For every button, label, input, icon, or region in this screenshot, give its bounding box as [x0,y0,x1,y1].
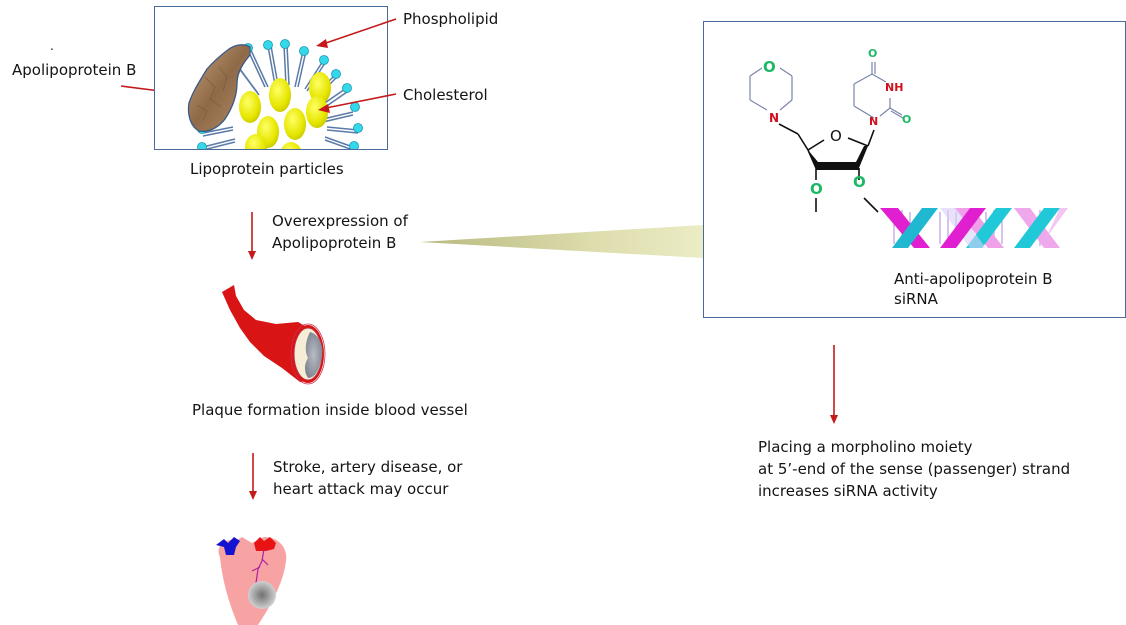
cholesterol-label: Cholesterol [403,86,488,104]
phospholipid-pointer-arrow [316,18,397,48]
flow-arrow-3 [830,345,838,424]
apolipoprotein-b-label: Apolipoprotein B [12,61,137,79]
conclusion-line2: at 5’-end of the sense (passenger) stran… [758,460,1071,478]
flow-arrow-2 [249,453,257,500]
plaque-formation-caption: Plaque formation inside blood vessel [192,401,468,419]
flow-arrow-1 [248,212,256,260]
ring-oxygen-atom: O [830,127,842,145]
blood-vessel-plaque-illustration [222,285,326,385]
cholesterol-pointer-arrow [318,93,397,113]
step1-line1: Overexpression of [272,212,408,230]
heart-illustration [216,537,287,625]
morpholino-nucleoside-structure [749,62,1068,248]
stray-dot: . [50,39,54,53]
conclusion-line3: increases siRNA activity [758,482,938,500]
sugar-3-oxygen-atom: O [810,180,823,198]
sugar-2-oxygen-atom: O [853,173,866,191]
sirna-label-line2: siRNA [894,290,938,308]
base-nh-atom: NH [885,81,904,94]
base-oxygen-right-atom: O [902,113,912,126]
lipoprotein-particle-box [154,6,388,150]
apolipoprotein-b-shape [187,44,251,133]
phospholipid-label: Phospholipid [403,10,499,28]
conclusion-line1: Placing a morpholino moiety [758,438,973,456]
base-oxygen-top-atom: O [868,47,878,60]
step1-line2: Apolipoprotein B [272,234,397,252]
sirna-label-line1: Anti-apolipoprotein B [894,270,1053,288]
step2-line1: Stroke, artery disease, or [273,458,463,476]
base-nitrogen-atom: N [869,115,879,128]
morpholine-oxygen-atom: O [763,58,776,76]
sirna-double-helix-icon [880,208,1068,248]
callout-wedge [420,225,703,258]
lipoprotein-particle-illustration [187,39,363,149]
morpholine-nitrogen-atom: N [769,111,780,125]
morpholino-sirna-panel: O N O O NH O N O O Anti-apolipoprotein B… [703,21,1126,318]
lipoprotein-particles-caption: Lipoprotein particles [190,160,344,178]
step2-line2: heart attack may occur [273,480,449,498]
cholesterol-molecules [239,72,331,149]
